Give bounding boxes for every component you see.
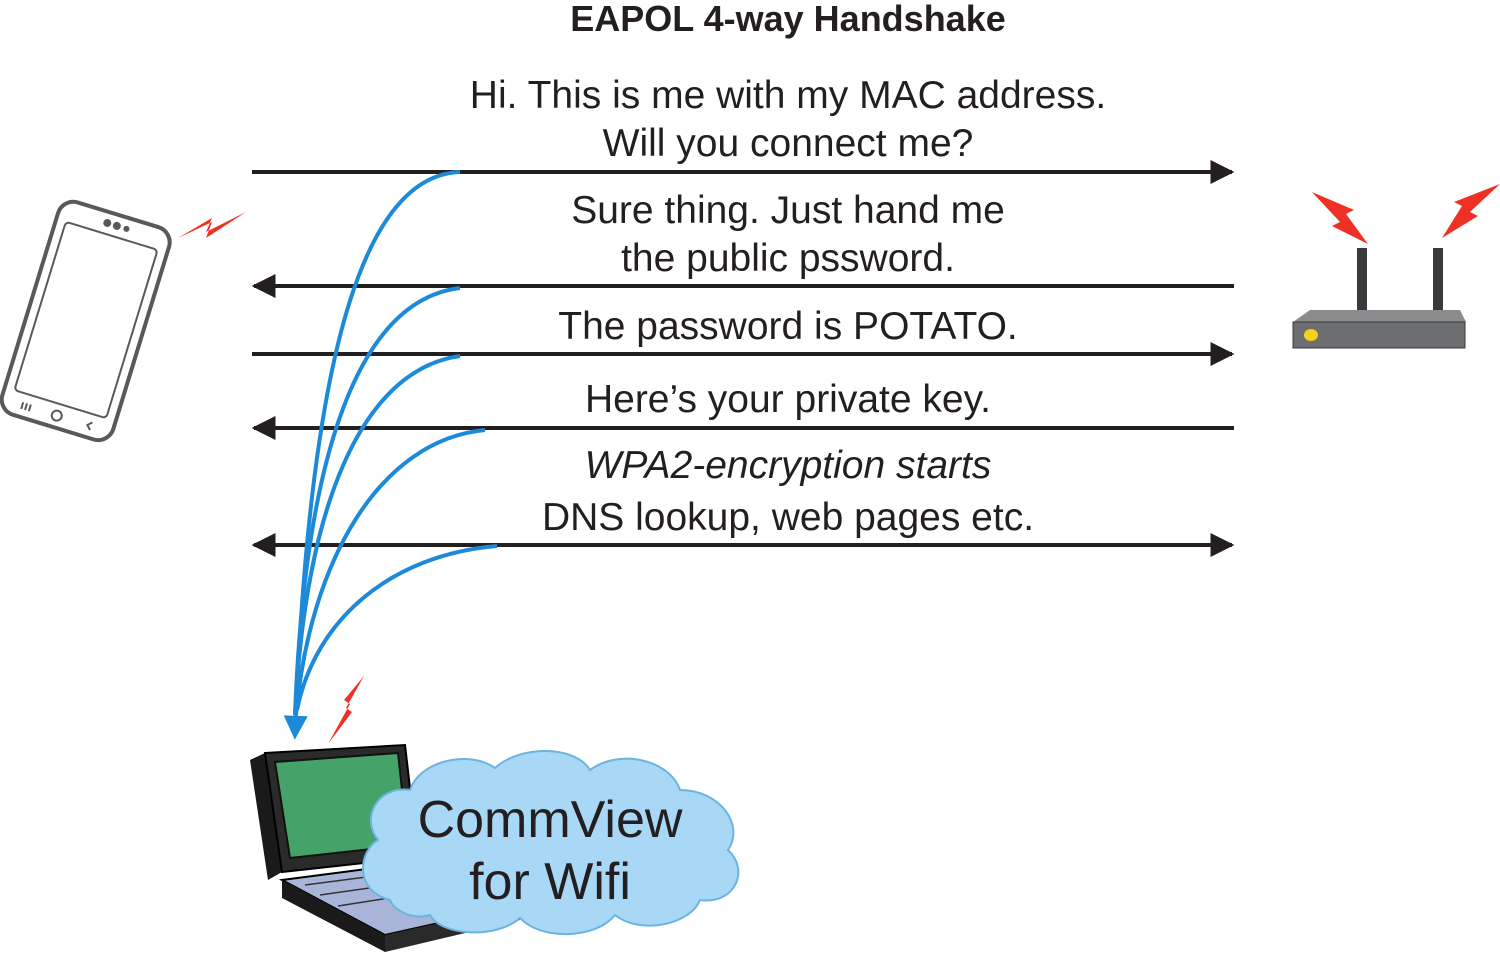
message-5-line-1: WPA2-encryption starts (584, 444, 992, 487)
intercept-curve-5 (295, 544, 498, 711)
sniffer-label-line-2: for Wifi (469, 853, 631, 911)
phone-signal-bolt-icon (178, 212, 246, 238)
router-signal-bolt-icon-left (1312, 192, 1368, 244)
message-1-line-2: Will you connect me? (602, 122, 974, 165)
diagram-title: EAPOL 4-way Handshake (570, 0, 1006, 39)
router-signal-bolt-icon-right (1442, 184, 1500, 238)
message-2-line-1: Sure thing. Just hand me (571, 189, 1005, 232)
smartphone-icon (0, 199, 172, 443)
laptop-signal-bolt-icon (328, 676, 364, 744)
message-1-line-1: Hi. This is me with my MAC address. (469, 74, 1107, 117)
wifi-router-icon (1292, 248, 1466, 349)
cloud-icon (362, 750, 740, 936)
intercept-curve-2 (293, 286, 461, 716)
message-5-line-2: DNS lookup, web pages etc. (541, 496, 1035, 539)
message-3: The password is POTATO. (558, 305, 1018, 348)
intercept-curves (283, 170, 498, 740)
message-4: Here’s your private key. (584, 378, 992, 421)
message-2-line-2: the public pssword. (621, 237, 955, 280)
intercept-curve-4 (294, 428, 486, 716)
intercept-curve-3 (293, 354, 461, 716)
sniffer-label-line-1: CommView (417, 791, 683, 849)
